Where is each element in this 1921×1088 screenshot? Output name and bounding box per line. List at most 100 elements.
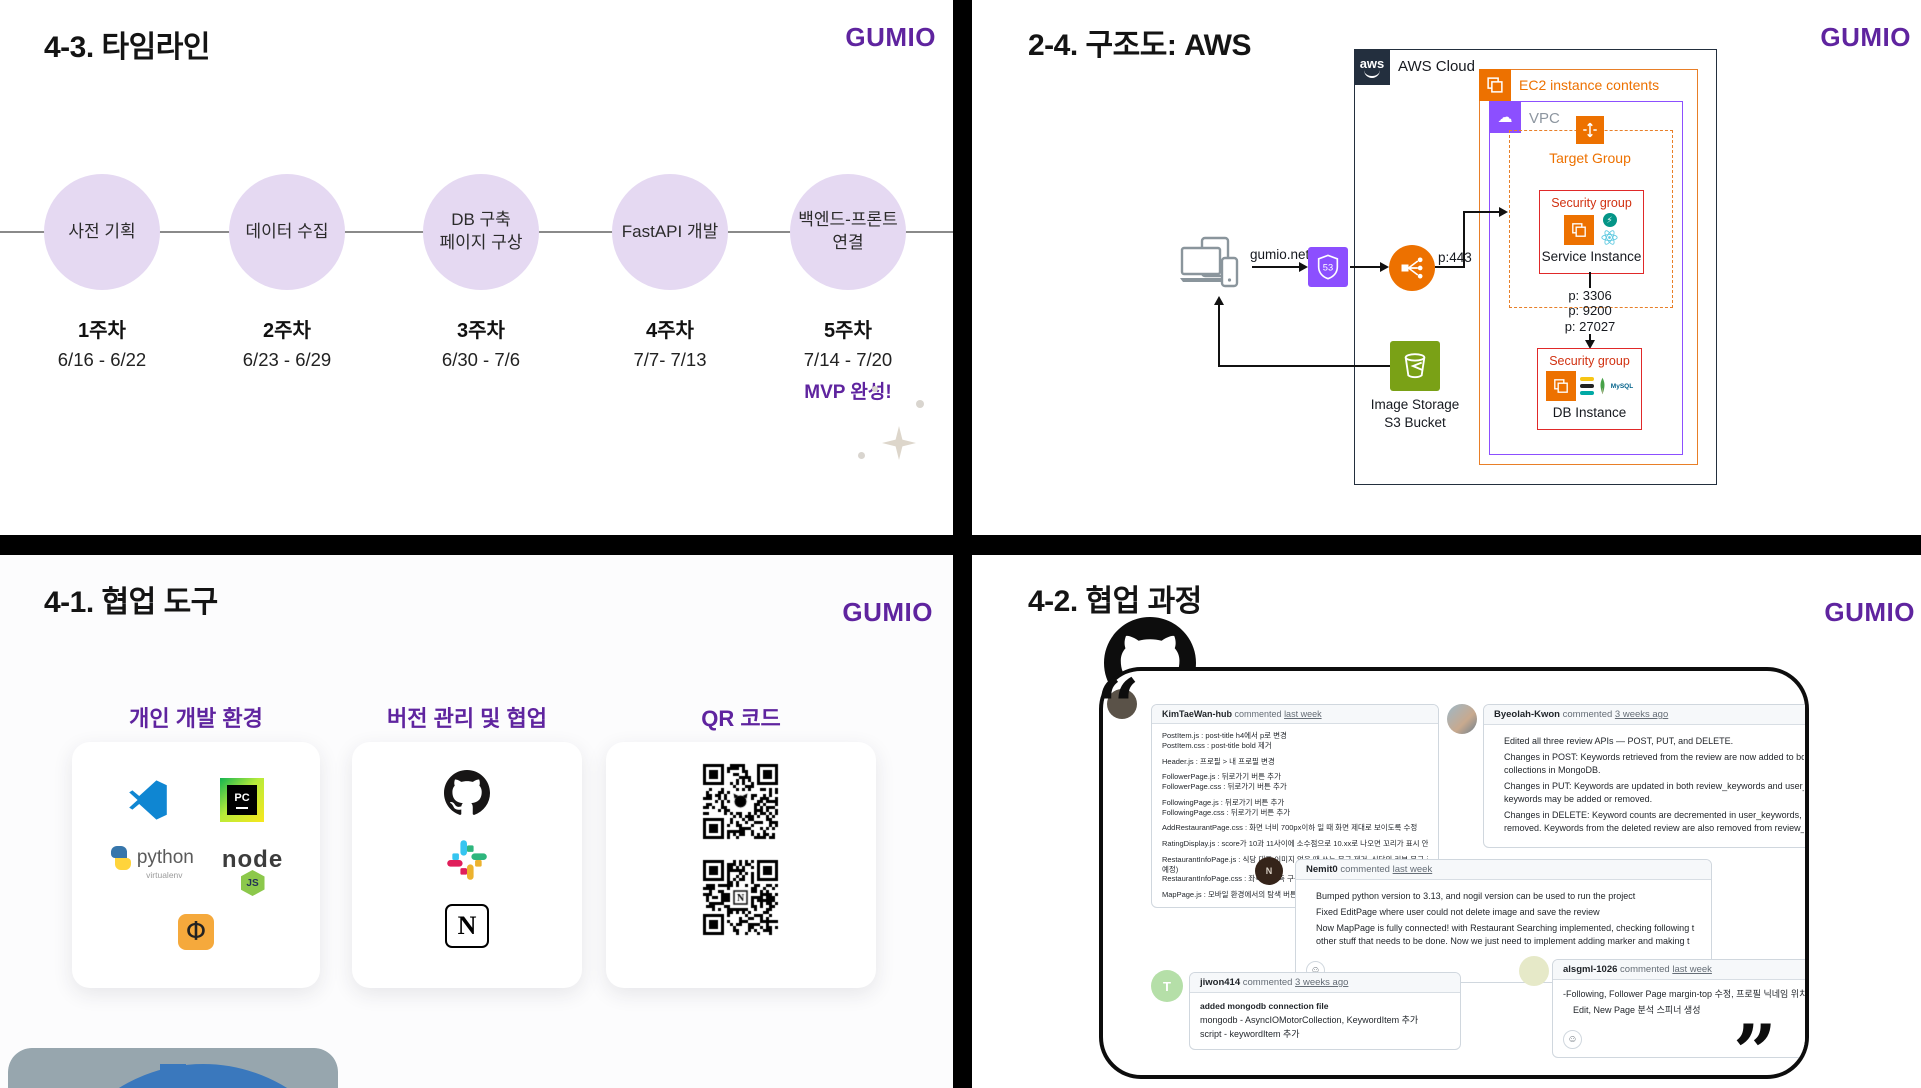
dates-label: 6/16 - 6/22 <box>57 349 147 370</box>
milestone-circle: 데이터 수집 <box>229 174 345 290</box>
target-group-label: Target Group <box>1549 150 1631 166</box>
es-bar <box>1579 391 1594 395</box>
week-label: 4주차 <box>646 320 694 342</box>
comment-time-link[interactable]: 3 weeks ago <box>1295 977 1349 988</box>
mysql-text: MySQL <box>1610 382 1634 390</box>
port-443-label: p:443 <box>1438 250 1472 265</box>
text-line: PostItem.js : post-title h4에서 p로 변경 <box>1162 731 1287 740</box>
client-devices-icon <box>1180 236 1239 288</box>
comment-time-link[interactable]: 3 weeks ago <box>1614 709 1669 720</box>
comment-time-link[interactable]: last week <box>1392 864 1433 875</box>
comment-header: KimTaeWan-hub commented last week <box>1152 705 1438 724</box>
avatar-alsgml <box>1519 956 1549 986</box>
milestone-circle: FastAPI 개발 <box>612 174 728 290</box>
text-line: p: 3306 <box>1568 288 1612 303</box>
text-line: RestaurantInfoPage.css : 좌측과 우측 구분선 생성. <box>1162 874 1326 884</box>
comment-action: commented <box>1620 964 1670 975</box>
ec2-contents-label: EC2 instance contents <box>1519 77 1660 93</box>
security-group-service-box: Security group ⚡ Service Instance <box>1539 190 1644 274</box>
avatar-nemit0: N <box>1255 857 1283 885</box>
brand-logo: GUMIO <box>1824 597 1915 627</box>
react-icon <box>1601 230 1618 245</box>
milestone-label: FastAPI 개발 <box>621 221 719 241</box>
db-icons-row: MySQL <box>1538 371 1641 401</box>
text-line: PostItem.css : post-title bold 제거 <box>1162 740 1272 750</box>
avatar-jiwon414: T <box>1151 970 1183 1002</box>
qr-code-notion[interactable] <box>701 858 781 938</box>
vpc-label: VPC <box>1529 110 1560 127</box>
avatar-kimtaewan <box>1107 689 1137 719</box>
comment-action: commented <box>1242 977 1293 988</box>
text-line: removed. Keywords from the deleted revie… <box>1504 823 1804 834</box>
arrowhead-down <box>1585 340 1595 349</box>
slide-collab-process: 4-2. 협업 과정 GUMIO KimTaeWan-hub commented… <box>972 555 1921 1088</box>
text-line: collections in MongoDB. <box>1504 765 1601 776</box>
python-logo <box>109 846 133 870</box>
logo-meridian-bar <box>160 1064 186 1088</box>
comment-time-link[interactable]: last week <box>1284 709 1322 719</box>
text-line: p: 27027 <box>1564 318 1616 334</box>
text-line: Now MapPage is fully connected! with Res… <box>1316 922 1701 935</box>
comment-time-link[interactable]: last week <box>1672 964 1712 975</box>
week-label: 1주차 <box>78 320 126 342</box>
security-group-label: Security group <box>1549 354 1630 368</box>
week-label: 3주차 <box>457 320 505 342</box>
virtualenv-text: virtualenv <box>146 870 183 880</box>
text-line: -Following, Follower Page margin-top 수정,… <box>1563 989 1808 999</box>
dates-label: 7/14 - 7/20 <box>803 349 893 370</box>
comment-header: alsgml-1026 commented last week <box>1553 960 1805 980</box>
service-icons-row: ⚡ <box>1540 213 1643 246</box>
text-line: Fixed EditPage where user could not dele… <box>1316 906 1701 919</box>
pycharm-icon: PC <box>220 778 264 822</box>
section-header-version-control: 버전 관리 및 협업 <box>386 706 548 731</box>
arrow-line <box>1435 266 1465 268</box>
comment-action: commented <box>1562 709 1613 720</box>
text-line: Changes in DELETE: Keyword counts are de… <box>1504 809 1804 822</box>
qr-code-github[interactable] <box>701 762 781 842</box>
text-line: p: 9200 <box>1568 303 1612 319</box>
text-line: Header.js : 프로필 > 내 프로필 변경 <box>1162 756 1275 766</box>
github-comment: alsgml-1026 commented last week -Followi… <box>1552 959 1808 1059</box>
comment-action: commented <box>1340 864 1390 875</box>
pycharm-bar <box>236 806 248 809</box>
dates-label: 6/30 - 7/6 <box>441 349 521 370</box>
sparkle-dot <box>858 452 865 459</box>
brand-logo: GUMIO <box>842 597 933 627</box>
js-text: JS <box>246 877 259 889</box>
milestone-caption: 5주차 7/14 - 7/20 MVP 완성! <box>768 314 928 404</box>
text-line: AddRestaurantPage.css : 화면 너비 700px이하 일 … <box>1162 823 1418 833</box>
github-comment: Byeolah-Kwon commented 3 weeks ago Edite… <box>1483 704 1805 849</box>
s3-label-line2: S3 Bucket <box>1384 415 1446 431</box>
milestone-label: 사전 기획 <box>68 221 136 241</box>
page-title: 4-3. 타임라인 <box>44 31 210 64</box>
add-reaction-button[interactable]: ☺ <box>1563 1030 1582 1050</box>
dates-label: 7/7- 7/13 <box>633 349 707 370</box>
arrow-line <box>1218 365 1390 367</box>
comment-header: Nemit0 commented last week <box>1296 860 1711 880</box>
slack-icon <box>447 840 487 880</box>
comment-body: -Following, Follower Page margin-top 수정,… <box>1553 980 1808 1024</box>
week-label: 2주차 <box>263 320 311 342</box>
mvp-highlight: MVP 완성! <box>804 382 892 403</box>
phi-tool-icon: Φ <box>178 914 214 950</box>
mongodb-icon <box>1600 377 1605 395</box>
comment-body: Edited all three review APIs — POST, PUT… <box>1484 725 1805 847</box>
page-title: 4-2. 협업 과정 <box>1028 585 1202 618</box>
avatar-byeolah <box>1447 704 1477 734</box>
domain-label: gumio.net <box>1250 247 1310 262</box>
dates-label: 6/23 - 6/29 <box>242 349 332 370</box>
milestone-label: 백엔드-프론트 연결 <box>798 210 898 252</box>
ec2-contents-box <box>1479 69 1698 465</box>
comment-author: jiwon414 <box>1200 977 1241 988</box>
arrow-line <box>1463 211 1465 267</box>
milestone-caption: 2주차 6/23 - 6/29 <box>207 314 367 371</box>
aws-smile-arc <box>1364 70 1380 78</box>
vscode-icon <box>129 780 167 820</box>
vpc-box <box>1489 101 1683 455</box>
week-label: 5주차 <box>824 320 872 342</box>
icons-row: python virtualenv node JS <box>72 846 320 896</box>
comment-header: jiwon414 commented 3 weeks ago <box>1190 973 1460 993</box>
